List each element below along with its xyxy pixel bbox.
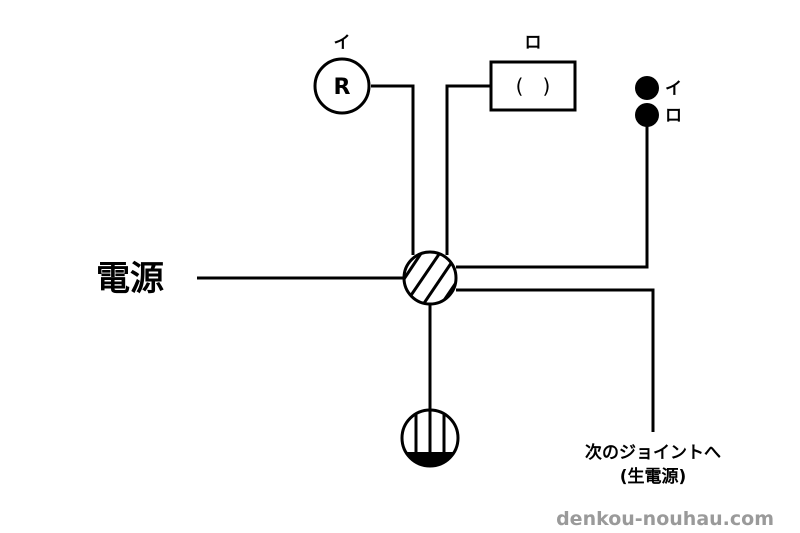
pilot-lamp-icon: R [313, 57, 371, 115]
outlet-icon [400, 408, 460, 468]
dot-i-label: イ [665, 79, 682, 99]
pilot-lamp-i-label: イ [334, 33, 351, 53]
ceiling-light-dot-i-icon [635, 76, 659, 100]
ceiling-light-dot-ro-icon [635, 103, 659, 127]
switch-box-icon: ( ) [489, 60, 577, 112]
wire-next-joint [456, 288, 655, 432]
switch-box-marks: ( ) [516, 74, 551, 98]
wire-ceiling-light [456, 118, 649, 269]
pilot-lamp-label: R [334, 75, 351, 100]
dot-ro-label: ロ [665, 106, 682, 126]
next-joint-label-line1: 次のジョイントへ [585, 442, 721, 463]
wire-pilot-lamp [371, 84, 415, 255]
watermark: denkou-nouhau.com [556, 508, 774, 530]
switch-ro-label: ロ [525, 33, 542, 53]
next-joint-label-line2: (生電源) [620, 466, 687, 487]
wire-switch [445, 84, 491, 255]
power-label: 電源 [96, 259, 164, 299]
